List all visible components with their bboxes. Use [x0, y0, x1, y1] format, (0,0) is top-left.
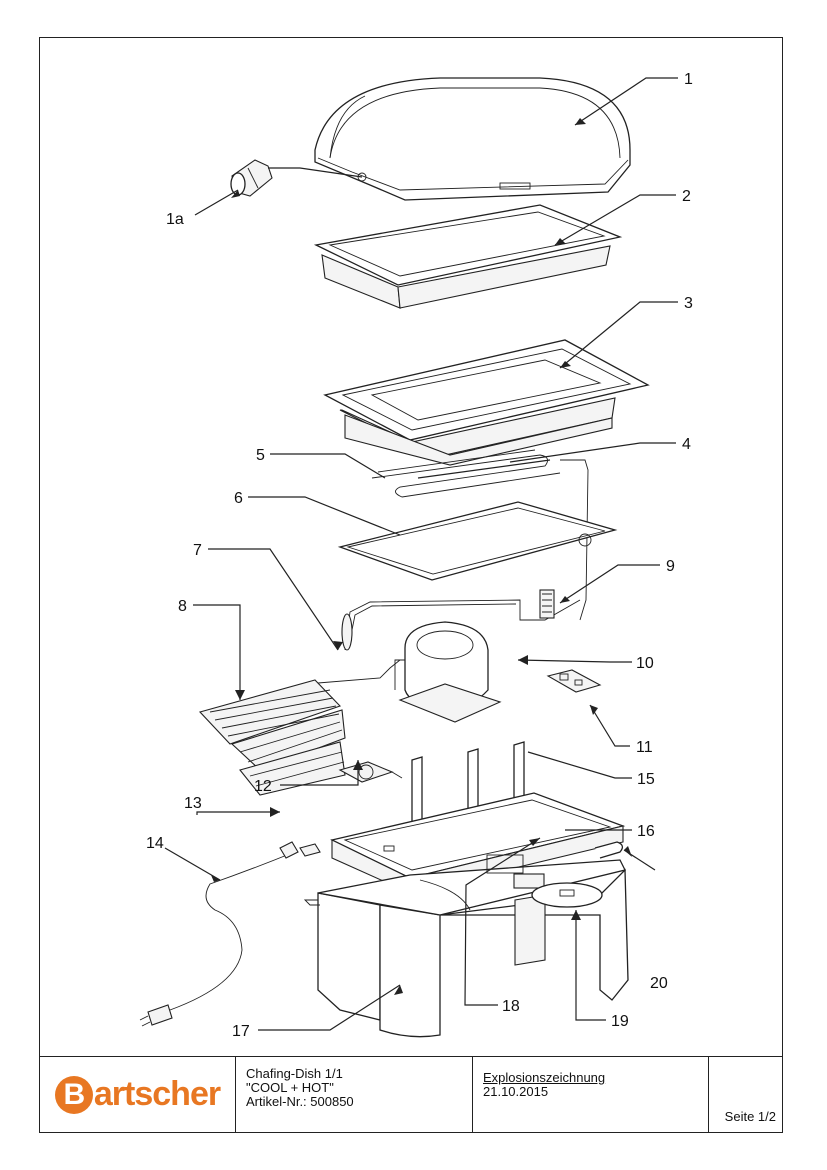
- callout-15: 15: [637, 771, 655, 788]
- part-cooling-basin: [323, 339, 650, 466]
- callout-19: 19: [611, 1013, 629, 1030]
- callout-1a: 1a: [166, 211, 184, 228]
- callout-4: 4: [682, 436, 691, 453]
- callout-9: 9: [666, 558, 675, 575]
- drawing-date: 21.10.2015: [483, 1084, 549, 1099]
- product-name: Chafing-Dish 1/1: [246, 1066, 343, 1081]
- callout-13: 13: [184, 795, 202, 812]
- leader-arrowheads: [211, 118, 632, 995]
- callout-18: 18: [502, 998, 520, 1015]
- part-power-cord: [139, 841, 299, 1027]
- callout-5: 5: [256, 447, 265, 464]
- callout-10: 10: [636, 655, 654, 672]
- brand-logo-rest: artscher: [93, 1075, 221, 1113]
- callout-1: 1: [684, 71, 693, 88]
- part-switch: [299, 843, 321, 857]
- part-display-panel: [486, 854, 603, 908]
- callout-3: 3: [684, 295, 693, 312]
- article-number: Artikel-Nr.: 500850: [246, 1094, 354, 1109]
- part-lid: [314, 77, 631, 201]
- part-knob: [230, 159, 273, 197]
- part-piping: [341, 589, 581, 651]
- part-base-plate: [337, 501, 618, 581]
- drawing-info: Explosionszeichnung 21.10.2015: [473, 1057, 709, 1132]
- part-evaporator-coil: [371, 449, 589, 621]
- callout-14: 14: [146, 835, 164, 852]
- callouts: 1 1a 2 3 4 5 6 7 8 9 10 11 12 13 14 15 1…: [146, 71, 693, 1040]
- callout-17: 17: [232, 1023, 250, 1040]
- callout-20: 20: [650, 975, 668, 992]
- part-condenser: [198, 659, 401, 796]
- callout-12: 12: [254, 778, 272, 795]
- brand-logo-initial: B: [54, 1075, 93, 1114]
- part-compressor: [394, 621, 502, 723]
- product-description: Chafing-Dish 1/1 "COOL + HOT" Artikel-Nr…: [236, 1057, 473, 1132]
- callout-8: 8: [178, 598, 187, 615]
- callout-6: 6: [234, 490, 243, 507]
- part-handle: [594, 841, 624, 859]
- product-variant: "COOL + HOT": [246, 1080, 334, 1095]
- part-fan: [338, 761, 403, 783]
- part-gn-pan: [313, 204, 623, 309]
- drawing-type: Explosionszeichnung: [483, 1070, 606, 1085]
- callout-11: 11: [636, 739, 653, 756]
- callout-2: 2: [682, 188, 691, 205]
- page-number: Seite 1/2: [724, 1109, 776, 1124]
- page-cell: Seite 1/2: [709, 1057, 782, 1132]
- part-control-board: [546, 669, 602, 693]
- exploded-diagram: 1 1a 2 3 4 5 6 7 8 9 10 11 12 13 14 15 1…: [139, 71, 693, 1040]
- callout-16: 16: [637, 823, 655, 840]
- callout-7: 7: [193, 542, 202, 559]
- part-stand: [303, 859, 629, 1038]
